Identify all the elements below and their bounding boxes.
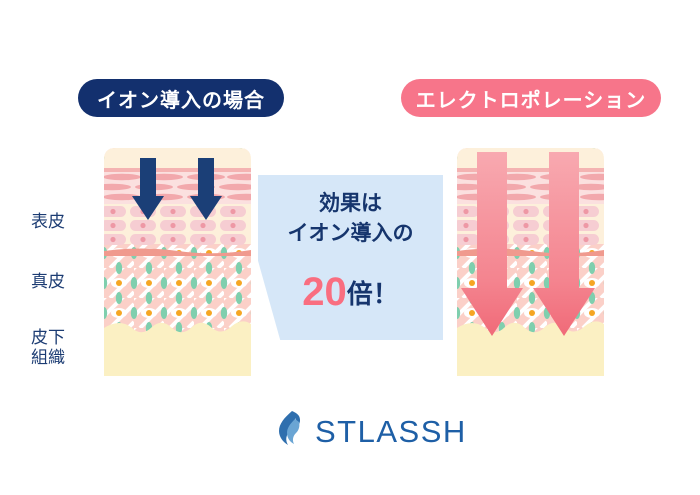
badge-iontophoresis-label: イオン導入の場合 [97,89,265,112]
badge-electroporation: エレクトロポレーション [401,79,661,117]
multiplier-unit: 倍！ [346,279,399,309]
badge-electroporation-label: エレクトロポレーション [415,89,647,112]
effect-banner: 効果は イオン導入の 20倍！ [258,175,443,340]
effect-banner-multiplier: 20倍！ [258,272,443,312]
iontophoresis-skin-diagram [104,148,251,376]
layer-label-dermis: 真皮 [31,272,65,291]
effect-banner-headline: 効果は イオン導入の [287,192,414,245]
brand-logo: STLASSH [275,410,467,453]
effect-banner-shape [258,175,443,340]
badge-iontophoresis: イオン導入の場合 [78,79,284,117]
brand-name: STLASSH [315,413,467,449]
layer-label-subcutaneous: 皮下 組織 [31,328,65,367]
electroporation-skin-diagram [457,148,604,376]
layer-label-epidermis: 表皮 [31,212,65,231]
flame-icon [275,410,305,453]
multiplier-number: 20 [302,270,347,314]
